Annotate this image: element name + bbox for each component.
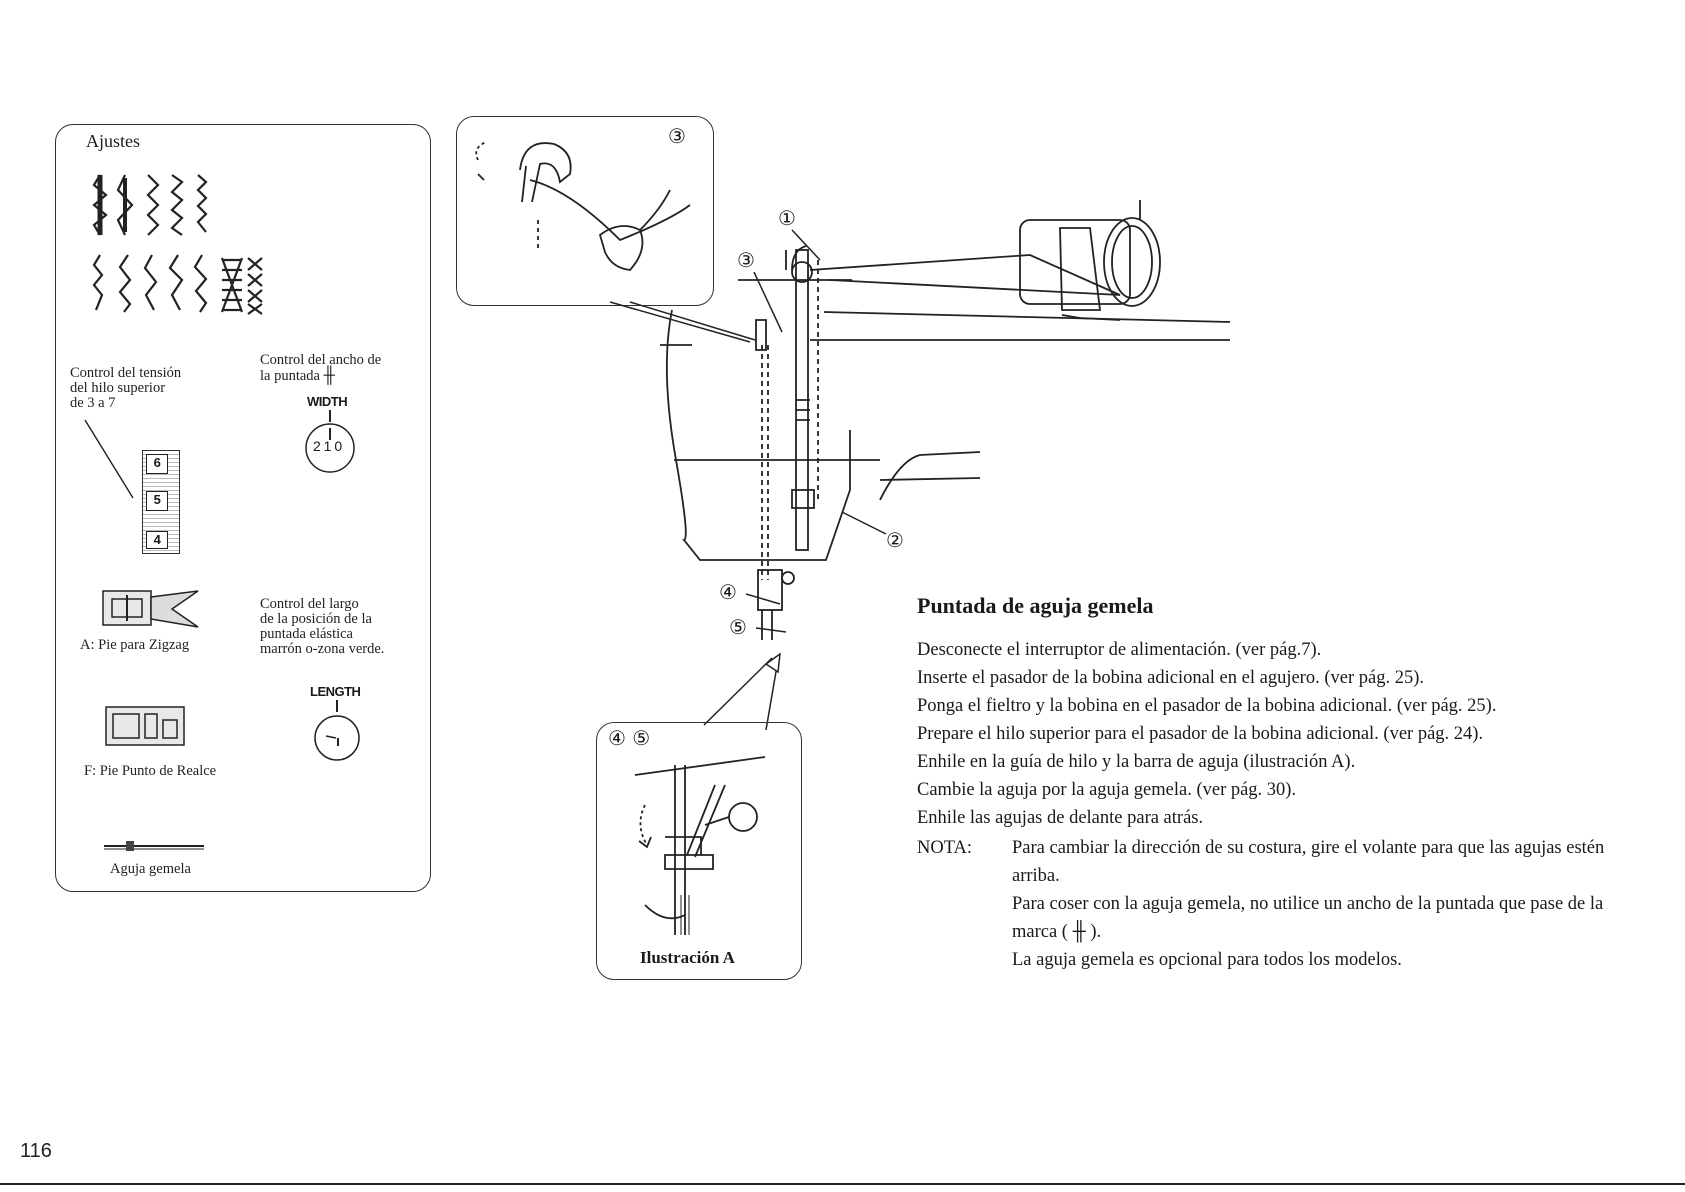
callout-illustration-a	[596, 722, 802, 980]
width-knob-numbers: 2 1 0	[313, 438, 342, 454]
tension-label: Control del tensión del hilo superior de…	[70, 365, 182, 411]
section-heading: Puntada de aguja gemela	[917, 593, 1154, 618]
label-5: ⑤	[729, 615, 747, 639]
foot-a-label: A: Pie para Zigzag	[80, 637, 190, 653]
instruction-line: Prepare el hilo superior para el pasador…	[917, 724, 1484, 744]
callout-thread-hand	[456, 116, 714, 306]
label-1-leader	[791, 229, 821, 261]
length-knob-icon	[314, 700, 360, 761]
label-1: ①	[778, 206, 796, 230]
note-label: NOTA:	[917, 838, 973, 858]
length-knob-label: LENGTH	[310, 684, 361, 699]
page-number: 116	[20, 1140, 52, 1162]
instruction-line: Enhile en la guía de hilo y la barra de …	[917, 752, 1356, 772]
note-line: Para cambiar la dirección de su costura,…	[1012, 838, 1605, 886]
tension-leader-line	[84, 419, 134, 499]
callout-a-numbers: ④ ⑤	[608, 726, 651, 750]
settings-panel	[55, 124, 431, 892]
instruction-line: Desconecte el interruptor de alimentació…	[917, 640, 1322, 660]
settings-title: Ajustes	[86, 131, 140, 151]
note-line: La aguja gemela es opcional para todos l…	[1012, 950, 1402, 970]
label-2: ②	[886, 528, 904, 552]
callout-top-number: ③	[668, 124, 686, 148]
instruction-line: Cambie la aguja por la aguja gemela. (ve…	[917, 780, 1297, 800]
instruction-line: Enhile las agujas de delante para atrás.	[917, 808, 1204, 828]
label-4: ④	[719, 580, 737, 604]
label-4-leader	[745, 593, 781, 605]
instruction-line: Inserte el pasador de la bobina adiciona…	[917, 668, 1424, 688]
needle-threading-illustration	[634, 756, 766, 935]
foot-f-label: F: Pie Punto de Realce	[84, 763, 217, 779]
tension-6: 6	[146, 454, 168, 474]
callout-pointer	[609, 301, 756, 343]
instruction-line: Ponga el fieltro y la bobina en el pasad…	[917, 696, 1497, 716]
satin-foot-icon	[105, 706, 185, 746]
width-knob-icon	[305, 410, 355, 473]
width-label: Control del ancho de la puntada ╫	[260, 352, 382, 384]
stitch-patterns-icon	[92, 174, 263, 315]
instruction-list: Desconecte el interruptor de alimentació…	[917, 636, 1637, 832]
label-3-leader	[753, 271, 783, 333]
thread-hand-illustration	[475, 141, 691, 271]
label-5-leader	[755, 627, 787, 633]
label-2-leader	[841, 511, 887, 535]
length-label: Control del largo de la posición de la p…	[260, 596, 385, 657]
callout-a-pointer	[703, 652, 781, 731]
tension-dial: 6 5 4	[142, 450, 180, 554]
label-3: ③	[737, 248, 755, 272]
zigzag-foot-icon	[102, 590, 199, 628]
needle-label: Aguja gemela	[110, 861, 191, 877]
width-knob-label: WIDTH	[307, 394, 348, 409]
tension-4: 4	[146, 531, 168, 549]
twin-needle-icon	[104, 841, 204, 851]
tension-5: 5	[146, 491, 168, 511]
bottom-rule	[0, 1183, 1685, 1185]
note-line: Para coser con la aguja gemela, no utili…	[1012, 894, 1604, 942]
callout-a-caption: Ilustración A	[640, 948, 735, 967]
